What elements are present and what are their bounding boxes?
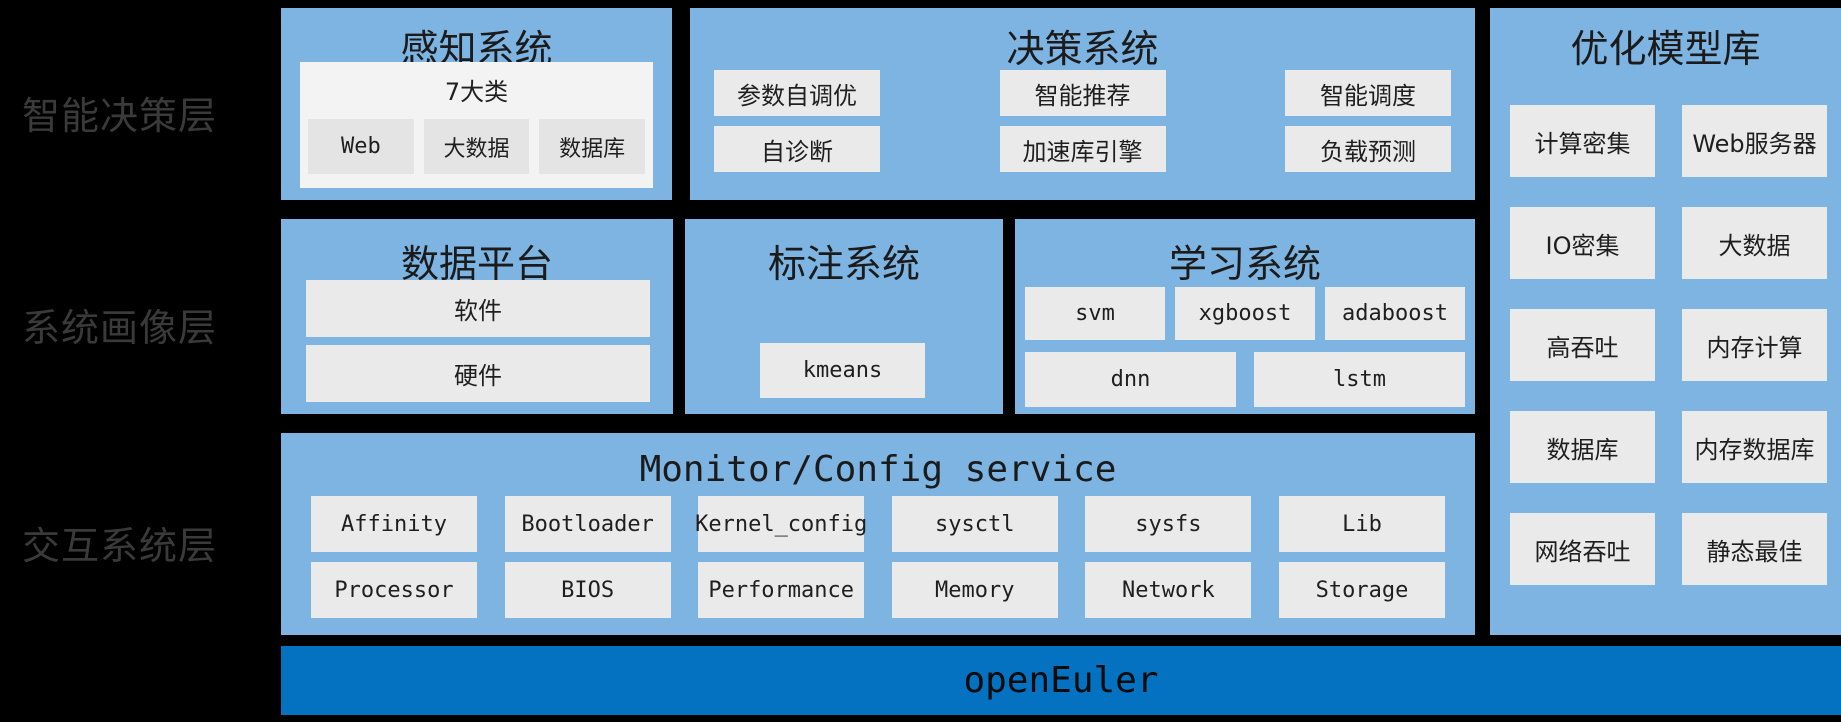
monitor-config-title: Monitor/Config service: [639, 449, 1117, 490]
decision-row-2: 自诊断 加速库引擎 负载预测: [714, 126, 1451, 172]
openeuler-label: openEuler: [963, 660, 1159, 701]
category-count-label: 7大类: [444, 78, 509, 106]
learning-system-box: 学习系统 svm xgboost adaboost dnn lstm: [1015, 219, 1475, 414]
button-dnn: dnn: [1025, 352, 1236, 407]
button-bios: BIOS: [504, 562, 671, 618]
button-svm: svm: [1025, 287, 1165, 340]
labeling-system-box: 标注系统 kmeans: [685, 219, 1003, 414]
button-xgboost: xgboost: [1175, 287, 1315, 340]
category-button-row: Web 大数据 数据库: [308, 119, 646, 174]
button-memory: Memory: [891, 562, 1058, 618]
button-sysfs: sysfs: [1085, 496, 1252, 552]
model-button-network-throughput: 网络吞吐: [1510, 513, 1655, 585]
learning-row-2: dnn lstm: [1025, 352, 1465, 407]
model-library-grid: 计算密集 Web服务器 IO密集 大数据 高吞吐 内存计算 数据库 内存数据库 …: [1510, 105, 1827, 585]
model-button-big-data: 大数据: [1682, 207, 1827, 279]
openeuler-base-bar: openEuler: [281, 646, 1841, 715]
button-storage: Storage: [1278, 562, 1445, 618]
model-button-inmemory-database: 内存数据库: [1682, 411, 1827, 483]
data-platform-title: 数据平台: [400, 242, 553, 286]
model-button-compute-intensive: 计算密集: [1510, 105, 1655, 177]
model-button-high-throughput: 高吞吐: [1510, 309, 1655, 381]
button-smart-scheduling: 智能调度: [1285, 70, 1451, 116]
button-software: 软件: [306, 280, 650, 337]
labeling-system-title: 标注系统: [767, 242, 920, 286]
layer-label-system-profile: 系统画像层: [22, 306, 218, 350]
model-library-box: 优化模型库 计算密集 Web服务器 IO密集 大数据 高吞吐 内存计算 数据库 …: [1490, 8, 1841, 635]
button-network: Network: [1085, 562, 1252, 618]
model-button-io-intensive: IO密集: [1510, 207, 1655, 279]
decision-system-box: 决策系统 参数自调优 智能推荐 智能调度 自诊断 加速库引擎 负载预测: [690, 8, 1475, 200]
button-hardware: 硬件: [306, 345, 650, 402]
perception-system-box: 感知系统 7大类 Web 大数据 数据库: [281, 8, 672, 200]
button-self-diagnosis: 自诊断: [714, 126, 880, 172]
model-button-database: 数据库: [1510, 411, 1655, 483]
button-lstm: lstm: [1254, 352, 1465, 407]
decision-system-title: 决策系统: [1006, 27, 1159, 71]
model-button-web-server: Web服务器: [1682, 105, 1827, 177]
button-auto-param-tuning: 参数自调优: [714, 70, 880, 116]
button-affinity: Affinity: [311, 496, 477, 552]
layer-label-interaction-system: 交互系统层: [22, 524, 218, 568]
button-adaboost: adaboost: [1325, 287, 1465, 340]
category-button-bigdata: 大数据: [423, 119, 530, 174]
button-kmeans: kmeans: [760, 343, 925, 398]
decision-row-1: 参数自调优 智能推荐 智能调度: [714, 70, 1451, 116]
model-button-static-optimal: 静态最佳: [1682, 513, 1827, 585]
button-processor: Processor: [311, 562, 477, 618]
category-button-web: Web: [308, 119, 414, 174]
learning-row-1: svm xgboost adaboost: [1025, 287, 1465, 340]
monitor-config-box: Monitor/Config service Affinity Bootload…: [281, 433, 1475, 635]
button-performance: Performance: [698, 562, 865, 618]
monitor-row-2: Processor BIOS Performance Memory Networ…: [311, 562, 1445, 618]
button-bootloader: Bootloader: [504, 496, 671, 552]
button-accel-lib-engine: 加速库引擎: [999, 126, 1166, 172]
layer-label-intelligent-decision: 智能决策层: [22, 94, 218, 138]
button-load-prediction: 负载预测: [1285, 126, 1451, 172]
category-button-database: 数据库: [539, 119, 646, 174]
button-kernel-config: Kernel_config: [695, 496, 867, 552]
model-library-title: 优化模型库: [1570, 27, 1761, 71]
learning-system-title: 学习系统: [1168, 242, 1321, 286]
button-lib: Lib: [1278, 496, 1445, 552]
button-smart-recommend: 智能推荐: [999, 70, 1166, 116]
button-sysctl: sysctl: [891, 496, 1058, 552]
model-button-memory-compute: 内存计算: [1682, 309, 1827, 381]
data-platform-box: 数据平台 软件 硬件: [281, 219, 673, 414]
monitor-row-1: Affinity Bootloader Kernel_config sysctl…: [311, 496, 1445, 552]
perception-categories-panel: 7大类 Web 大数据 数据库: [300, 62, 653, 188]
